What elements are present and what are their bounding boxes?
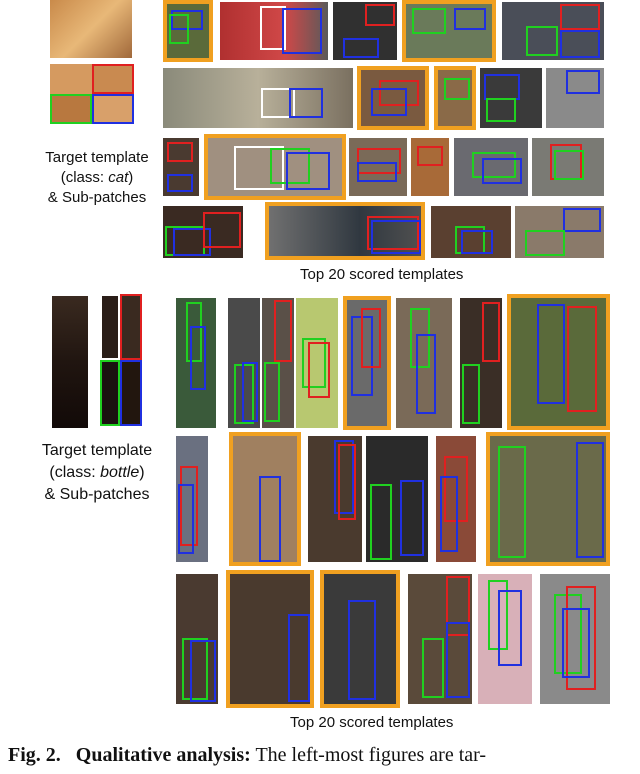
cat-result-17 — [163, 206, 243, 258]
bottle-result-7 — [460, 298, 502, 428]
bottle-result-5 — [343, 296, 391, 430]
bottle-target-template-image — [52, 296, 88, 428]
bottle-result-2 — [228, 298, 260, 428]
cat-class-suffix: ) — [128, 169, 134, 186]
cat-result-20 — [515, 206, 604, 258]
cat-sub-patch-2 — [92, 64, 134, 94]
bottle-target-label-line1: Target template — [41, 442, 153, 459]
bottle-target-label-line3: & Sub-patches — [44, 486, 150, 503]
cat-result-5 — [502, 2, 604, 60]
cat-result-15 — [454, 138, 528, 196]
cat-target-template-image — [50, 0, 132, 58]
bottle-result-1 — [176, 298, 216, 428]
cat-result-3 — [333, 2, 397, 60]
cat-result-7 — [357, 66, 429, 130]
bottle-result-19 — [478, 574, 532, 704]
bottle-target-label-line2: (class: bottle) — [22, 462, 172, 484]
cat-sub-patch-3 — [50, 94, 92, 124]
bottle-result-10 — [229, 432, 301, 566]
cat-result-19 — [431, 206, 511, 258]
bottle-result-11 — [308, 436, 362, 562]
cat-class-prefix: (class: — [60, 169, 109, 186]
cat-result-4 — [402, 0, 496, 62]
cat-result-2 — [220, 2, 328, 60]
bottle-sub-patch-4 — [120, 360, 142, 426]
cat-result-9 — [480, 68, 542, 128]
bottle-result-15 — [176, 574, 218, 704]
cat-result-18 — [265, 202, 425, 260]
bottle-sub-patch-2 — [120, 294, 142, 360]
bottle-result-4 — [296, 298, 338, 428]
figure-caption: Fig. 2. Qualitative analysis: The left-m… — [8, 744, 640, 774]
cat-target-label: Target template (class: cat) & Sub-patch… — [22, 148, 172, 208]
bottle-result-13 — [436, 436, 476, 562]
bottle-sub-patch-3 — [100, 360, 120, 426]
cat-result-11 — [163, 138, 199, 196]
cat-target-label-line1: Target template — [45, 149, 149, 166]
cat-sub-patches — [50, 64, 134, 124]
bottle-sub-patches — [100, 294, 142, 428]
bottle-class-prefix: (class: — [49, 464, 101, 481]
bottle-result-18 — [408, 574, 472, 704]
bottle-class-name: bottle — [100, 464, 140, 481]
bottle-result-8 — [507, 294, 610, 430]
cat-class-name: cat — [108, 169, 129, 186]
bottle-result-3 — [262, 298, 294, 428]
bottle-class-suffix: ) — [139, 464, 145, 481]
cat-sub-patch-1 — [50, 64, 92, 94]
bottle-result-16 — [226, 570, 314, 708]
bottle-result-6 — [396, 298, 452, 428]
cat-result-16 — [532, 138, 604, 196]
cat-result-8 — [434, 66, 476, 130]
cat-sub-patch-4 — [92, 94, 134, 124]
cat-result-13 — [349, 138, 407, 196]
cat-result-12 — [204, 134, 346, 200]
bottle-result-9 — [176, 436, 208, 562]
cat-results-caption: Top 20 scored templates — [300, 266, 464, 283]
bottle-result-12 — [366, 436, 428, 562]
figure-caption-text: The left-most figures are tar- — [255, 744, 487, 766]
bottle-sub-patch-1 — [100, 294, 120, 360]
figure-caption-label: Fig. 2. — [8, 744, 61, 766]
cat-result-1 — [163, 0, 213, 62]
bottle-result-20 — [540, 574, 610, 704]
figure-caption-bold: Qualitative analysis: — [75, 744, 251, 766]
cat-result-6 — [163, 68, 353, 128]
cat-target-label-line3: & Sub-patches — [47, 189, 147, 206]
bottle-result-14 — [486, 432, 610, 566]
cat-result-10 — [546, 68, 604, 128]
bottle-target-label: Target template (class: bottle) & Sub-pa… — [22, 440, 172, 506]
cat-result-14 — [411, 138, 449, 196]
bottle-results-caption: Top 20 scored templates — [290, 714, 454, 731]
bottle-result-17 — [320, 570, 400, 708]
cat-target-label-line2: (class: cat) — [22, 168, 172, 188]
